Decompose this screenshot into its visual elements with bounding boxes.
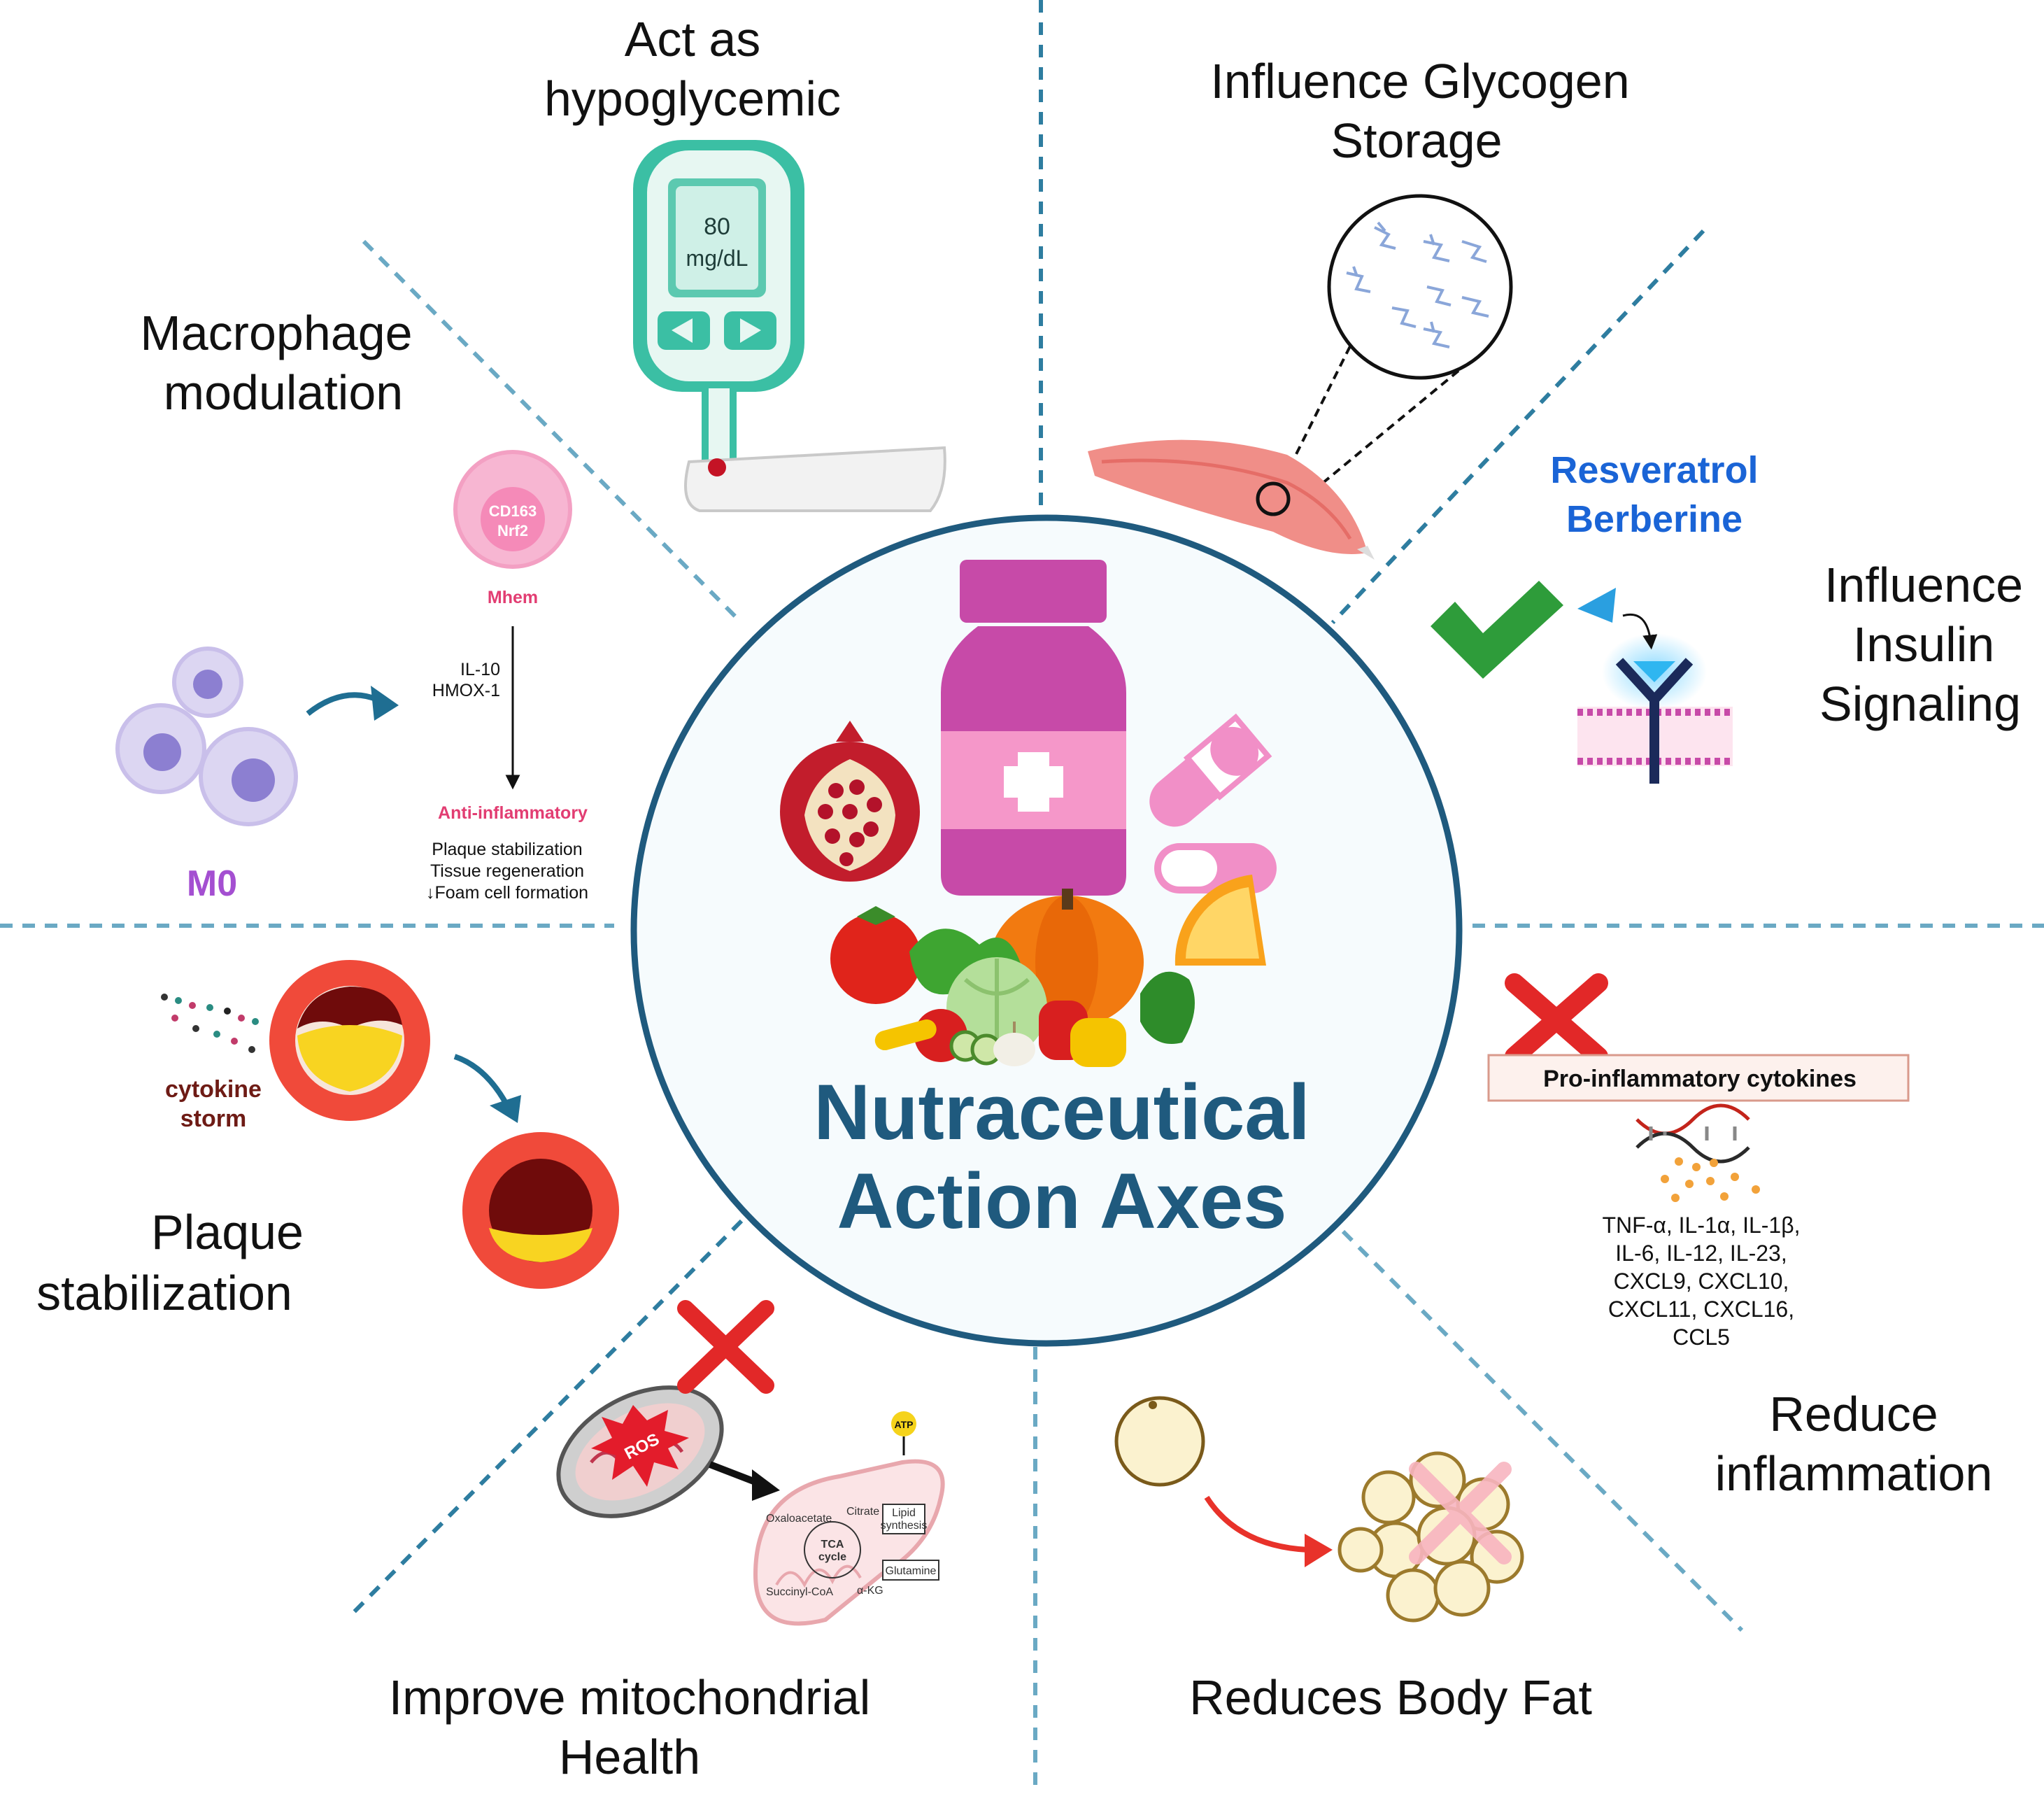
heading-macrophage-line1: Macrophage [140,306,412,360]
mitochondria-arrow-head [752,1469,780,1501]
cytokine-box-label: Pro-inflammatory cytokines [1543,1066,1857,1092]
heading-hypoglycemic-line1: Act as [625,12,761,66]
effect-tissue: Tissue regeneration [430,861,584,881]
unstable-plaque-artery-icon [269,960,430,1121]
section-hypoglycemic: Act as hypoglycemic 80 mg/dL [544,12,946,512]
insulin-receptor-icon [1577,588,1733,784]
heading-insulin-line2: Insulin [1853,617,1994,672]
plaque-arrow-head [490,1095,521,1123]
cytokine-list-line2: IL-6, IL-12, IL-23, [1615,1241,1787,1266]
healthy-mitochondrion-icon: ATP TCA cycle Citrate Oxaloacetate Succi… [753,1411,945,1626]
heading-glycogen-line1: Influence Glycogen [1210,54,1629,108]
check-icon [1431,581,1563,679]
supplement-bottle-icon [941,560,1126,896]
divider-top-right [1330,229,1705,625]
heading-body-fat: Reduces Body Fat [1189,1670,1592,1725]
stable-plaque-artery-icon [462,1132,619,1289]
tca-lipid-2: synthesis [881,1520,928,1532]
fat-cross-icon [1409,1462,1512,1565]
heading-insulin-line3: Signaling [1819,677,2021,731]
mitochondria-arrow [709,1461,760,1487]
section-body-fat: Reduces Body Fat [1114,1396,1592,1725]
orange-slice-icon [1174,875,1266,966]
fat-arrow-head [1305,1534,1333,1567]
heading-mitochondria-line2: Health [559,1730,700,1784]
compound-resveratrol: Resveratrol [1550,449,1758,491]
heading-inflammation-line1: Reduce [1769,1387,1938,1441]
mhem-marker-1: CD163 [489,502,537,520]
capsule-icon [1149,713,1277,894]
tca-glutamine: Glutamine [886,1565,937,1577]
mediator-il10: IL-10 [460,660,500,679]
center-title-line2: Action Axes [837,1157,1286,1245]
atp-icon [891,1411,916,1436]
heading-hypoglycemic-line2: hypoglycemic [544,71,841,126]
section-inflammation: Pro-inflammatory cytokines TNF-α, IL-1α,… [1487,973,1993,1501]
cytokine-dots [1661,1157,1760,1202]
tca-oxaloacetate: Oxaloacetate [766,1513,832,1525]
atp-label: ATP [895,1419,914,1430]
heading-mitochondria-line1: Improve mitochondrial [389,1670,871,1725]
tca-akg: α-KG [857,1585,883,1597]
effect-foam: ↓Foam cell formation [426,883,588,903]
heading-macrophage-line2: modulation [164,365,403,420]
tca-lipid-1: Lipid [892,1507,916,1519]
tca-label-2: cycle [818,1551,846,1563]
m0-to-mhem-arrow [306,692,379,716]
m0-macrophages-icon [115,647,298,826]
glucometer-value: 80 [704,213,730,240]
heading-insulin-line1: Influence [1824,558,2023,612]
cytokine-list-line3: CXCL9, CXCL10, [1614,1269,1789,1294]
inflammation-cross-icon [1505,973,1608,1066]
fat-reduction-arrow [1204,1495,1309,1553]
tca-label-1: TCA [821,1539,844,1551]
section-plaque: cytokine storm Plaque stabilization [36,960,619,1320]
mhem-cell-icon: CD163 Nrf2 [453,450,572,569]
small-fat-cell-icon [1114,1396,1205,1487]
cytokine-list-line1: TNF-α, IL-1α, IL-1β, [1603,1213,1801,1238]
mediator-hmox1: HMOX-1 [432,681,500,700]
cytokine-list-line4: CXCL11, CXCL16, [1608,1297,1794,1322]
section-mitochondria: ROS ATP TCA cycle Citrate Oxaloacetate S… [389,1300,945,1784]
glucometer-unit: mg/dL [686,246,748,271]
ros-cross-icon [677,1300,774,1394]
dna-icon [1635,1103,1750,1164]
glycogen-magnifier-icon [1275,194,1513,505]
cytokine-box [1487,1054,1910,1102]
effect-plaque: Plaque stabilization [432,840,582,859]
cytokine-storm-line2: storm [180,1106,246,1132]
tca-succinyl: Succinyl-CoA [766,1586,833,1598]
tca-citrate: Citrate [846,1506,879,1518]
m0-arrow-head [371,686,399,721]
pomegranate-icon [780,721,920,882]
mhem-marker-2: Nrf2 [497,522,528,539]
cytokine-particles [161,994,259,1053]
center-hub: Nutraceutical Action Axes [630,514,1463,1347]
plaque-transition-arrow [453,1054,510,1107]
compound-berberine: Berberine [1566,498,1743,540]
damaged-mitochondrion-icon: ROS [556,1385,724,1518]
glucometer-icon: 80 mg/dL [633,140,946,512]
anti-inflammatory-label: Anti-inflammatory [438,803,588,823]
section-glycogen: Influence Glycogen Storage [1088,54,1630,560]
center-title-line1: Nutraceutical [814,1068,1310,1156]
heading-plaque-line2: stabilization [36,1266,292,1320]
section-insulin: Resveratrol Berberine Influence Insulin … [1431,449,2023,784]
cytokine-list-line5: CCL5 [1673,1325,1730,1350]
muscle-icon [1088,439,1375,560]
mhem-label: Mhem [488,588,538,607]
m0-label: M0 [187,863,237,904]
vegetables-icon [830,889,1195,1067]
heading-inflammation-line2: inflammation [1715,1446,1993,1501]
heading-plaque-line1: Plaque [151,1205,304,1259]
heading-glycogen-line2: Storage [1330,113,1502,168]
cytokine-storm-line1: cytokine [165,1076,262,1103]
section-macrophage: Macrophage modulation CD163 Nrf2 Mhem IL… [115,306,588,904]
divider-bottom-left [351,1219,744,1615]
divider-bottom-right [1341,1229,1744,1632]
